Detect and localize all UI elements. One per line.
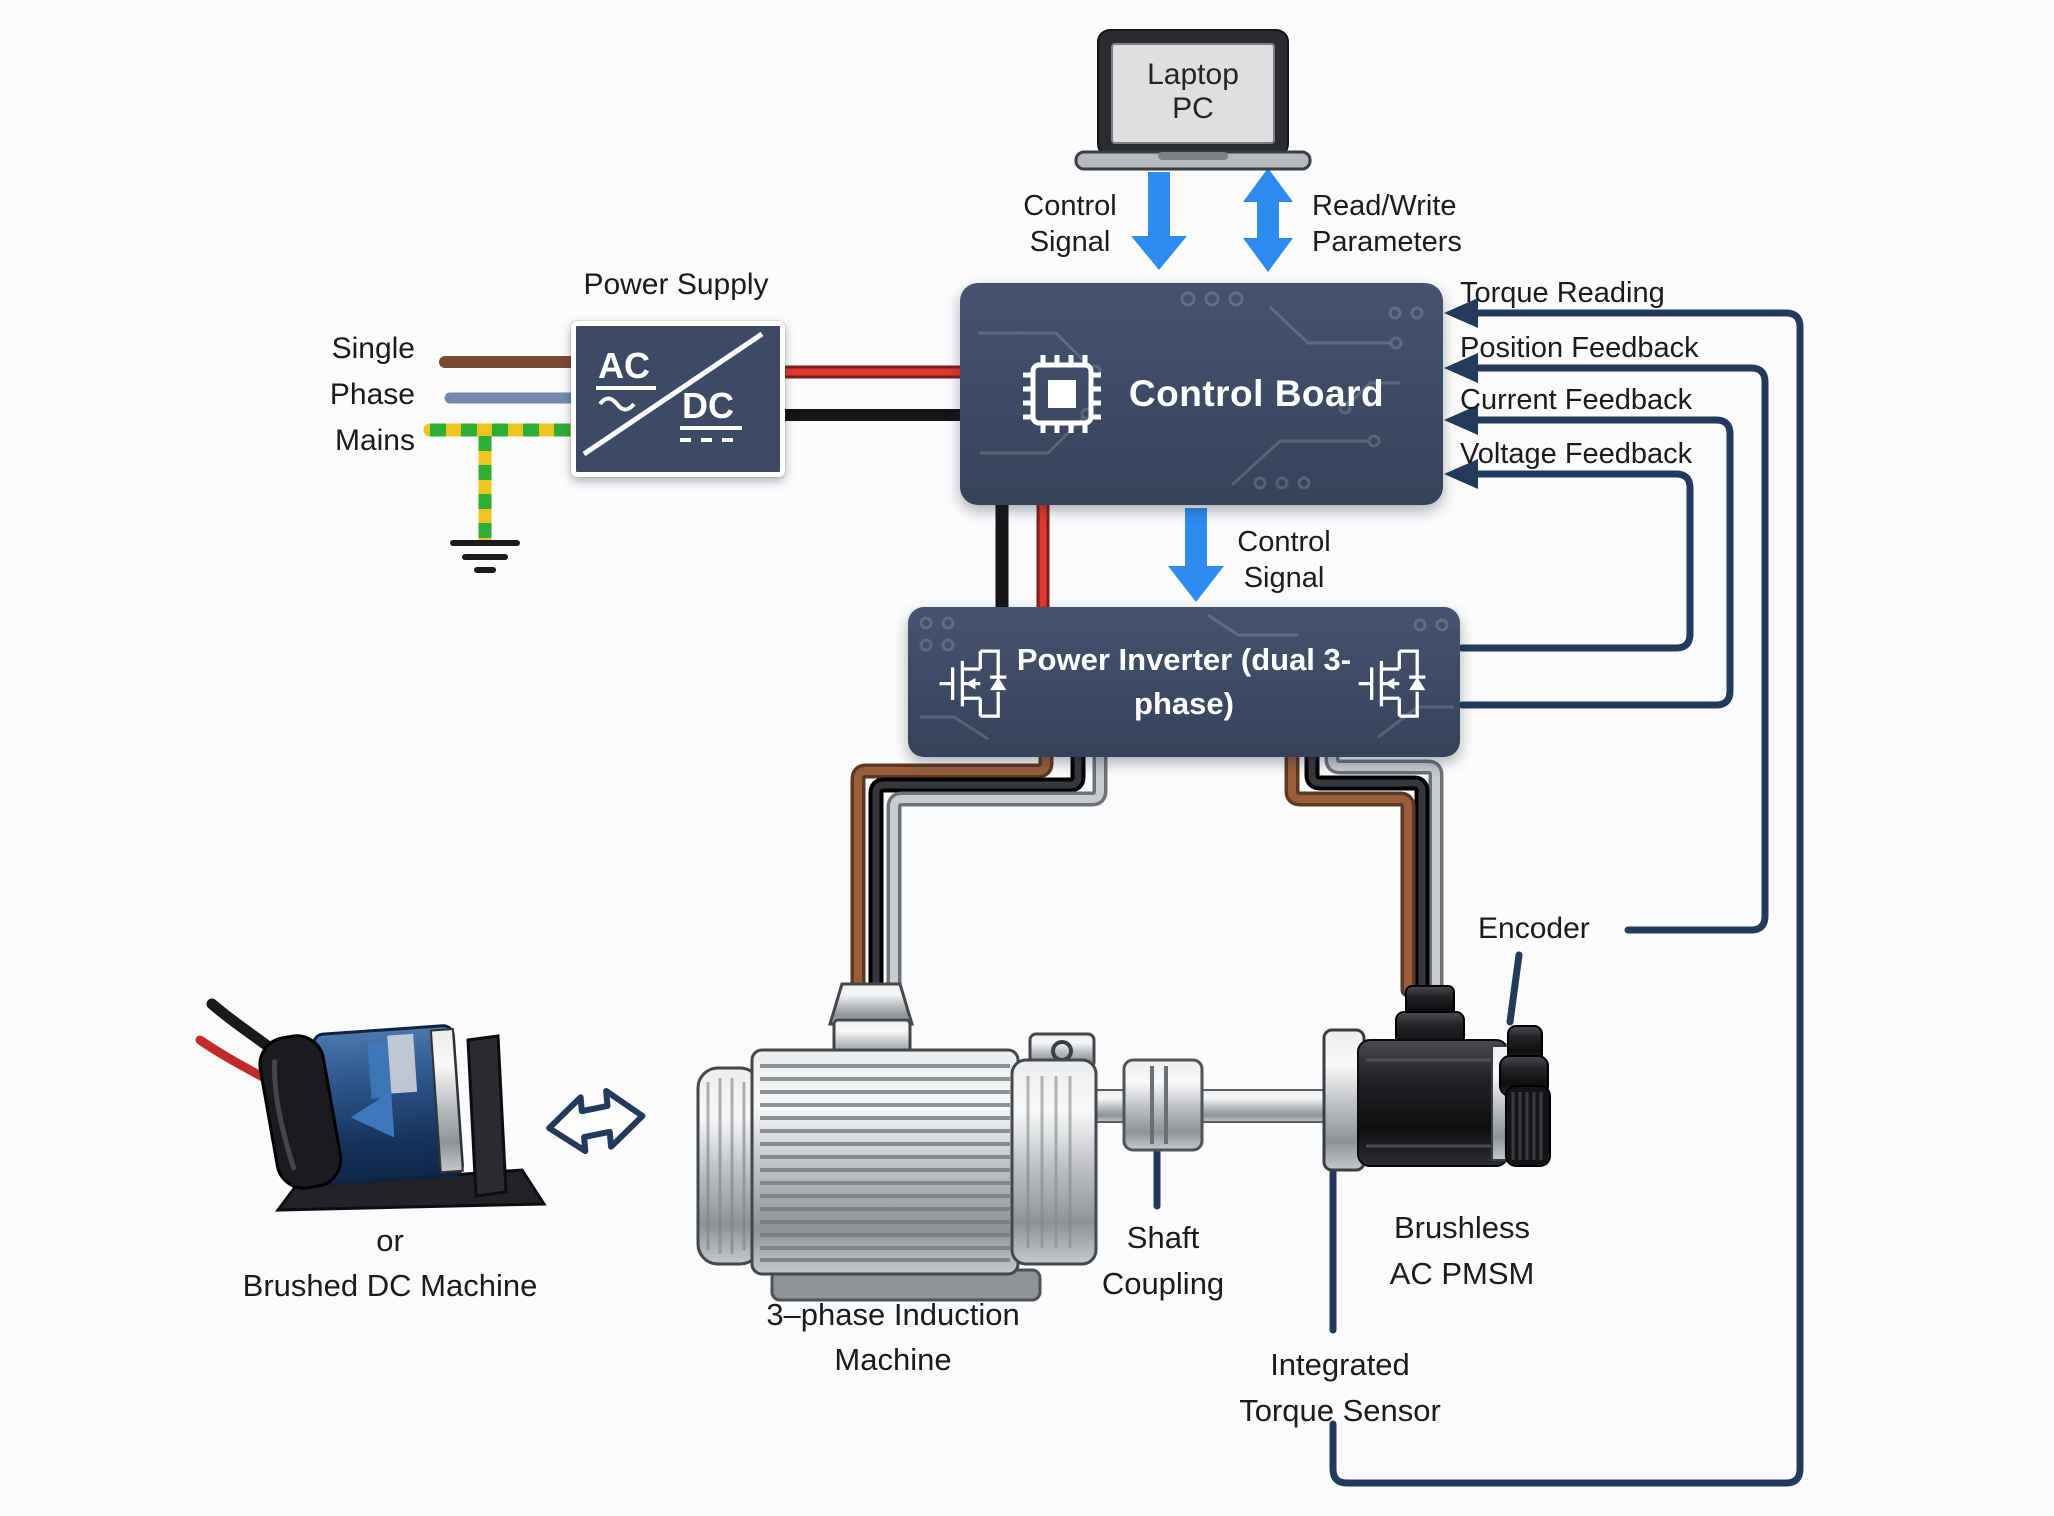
control-signal-mid-line2: Signal <box>1243 562 1325 594</box>
mosfet-icon-left <box>939 649 1007 718</box>
encoder-icon <box>1499 1025 1551 1167</box>
shaft-coupling-label: Shaft Coupling <box>1102 1215 1224 1307</box>
read-write-label: Read/Write Parameters <box>1312 188 1462 260</box>
read-write-line2: Parameters <box>1312 226 1462 258</box>
control-board-title: Control Board <box>1128 373 1385 414</box>
power-supply-box: AC DC <box>571 321 785 477</box>
shaft-label-line2: Coupling <box>1101 1266 1225 1301</box>
torque-reading-label: Torque Reading <box>1460 277 1665 309</box>
power-supply-title: Power Supply <box>583 268 769 301</box>
control-signal-arrow <box>1131 172 1187 270</box>
mains-wires <box>423 356 582 540</box>
dc-machine-or: or <box>376 1223 404 1258</box>
torque-sensor-line2: Torque Sensor <box>1239 1393 1441 1428</box>
control-signal-mid-line1: Control <box>1237 526 1331 558</box>
dc-machine-name: Brushed DC Machine <box>242 1268 538 1303</box>
induction-machine <box>696 982 1098 1302</box>
position-feedback-label: Position Feedback <box>1460 332 1699 364</box>
pmsm-phase-wires <box>1284 740 1444 998</box>
torque-sensor-line1: Integrated <box>1270 1347 1410 1382</box>
laptop-label-line1: Laptop <box>1147 58 1239 91</box>
feedback-arrowheads <box>1444 298 1478 489</box>
ac-label: AC <box>598 345 650 386</box>
inverter-title-line2: (dual 3-phase) <box>1134 642 1352 721</box>
shaft-coupling <box>1122 1058 1204 1152</box>
mains-line3: Mains <box>334 424 415 457</box>
induction-machine-label: 3–phase Induction Machine <box>766 1292 1019 1382</box>
encoder-label: Encoder <box>1478 912 1590 945</box>
voltage-feedback-label: Voltage Feedback <box>1460 438 1693 470</box>
shaft-label-line1: Shaft <box>1126 1220 1200 1255</box>
mains-label: Single Phase Mains <box>255 326 415 464</box>
swap-arrow-icon <box>546 1087 646 1155</box>
encoder-pointer-line <box>1506 951 1523 1026</box>
pmsm-label-line2: AC PMSM <box>1389 1256 1535 1291</box>
control-signal-line2: Signal <box>1029 226 1111 258</box>
inverter-title-line1: Power Inverter <box>1016 642 1233 677</box>
control-board-box: Control Board <box>960 283 1443 505</box>
torque-sensor-label: Integrated Torque Sensor <box>1239 1342 1441 1434</box>
control-signal-mid-label: Control Signal <box>1237 524 1331 596</box>
control-signal-top-label: Control Signal <box>1023 188 1117 260</box>
laptop-label: Laptop PC <box>1147 58 1239 126</box>
pmsm-label-line1: Brushless <box>1393 1210 1531 1245</box>
mains-line1: Single <box>331 332 415 365</box>
dc-machine-label: or Brushed DC Machine <box>243 1218 538 1308</box>
read-write-arrow <box>1243 168 1293 272</box>
control-signal-arrow-mid <box>1168 508 1224 602</box>
mains-line2: Phase <box>329 378 415 411</box>
induction-label-line2: Machine <box>834 1342 952 1377</box>
chip-icon <box>1022 355 1101 433</box>
ac-dc-converter-icon: AC DC <box>582 331 764 457</box>
pmsm-machine <box>1322 985 1551 1172</box>
feedback-lines <box>1153 309 1804 1487</box>
pmsm-label: Brushless AC PMSM <box>1390 1205 1535 1297</box>
read-write-line1: Read/Write <box>1312 190 1457 222</box>
dc-label: DC <box>682 385 734 426</box>
ground-icon <box>450 540 520 573</box>
power-inverter-title: Power Inverter (dual 3-phase) <box>1011 638 1357 726</box>
mosfet-icon-right <box>1358 649 1426 718</box>
induction-phase-wires <box>850 740 1108 1000</box>
control-signal-line1: Control <box>1023 190 1117 222</box>
power-inverter-box: Power Inverter (dual 3-phase) <box>908 607 1460 757</box>
dc-machine <box>195 998 547 1212</box>
dc-bus-wires <box>772 365 1050 609</box>
laptop-label-line2: PC <box>1172 92 1214 125</box>
induction-label-line1: 3–phase Induction <box>766 1297 1020 1332</box>
current-feedback-label: Current Feedback <box>1460 384 1693 416</box>
circuit-traces-decoration <box>978 291 1424 490</box>
laptop-icon <box>1074 29 1312 171</box>
